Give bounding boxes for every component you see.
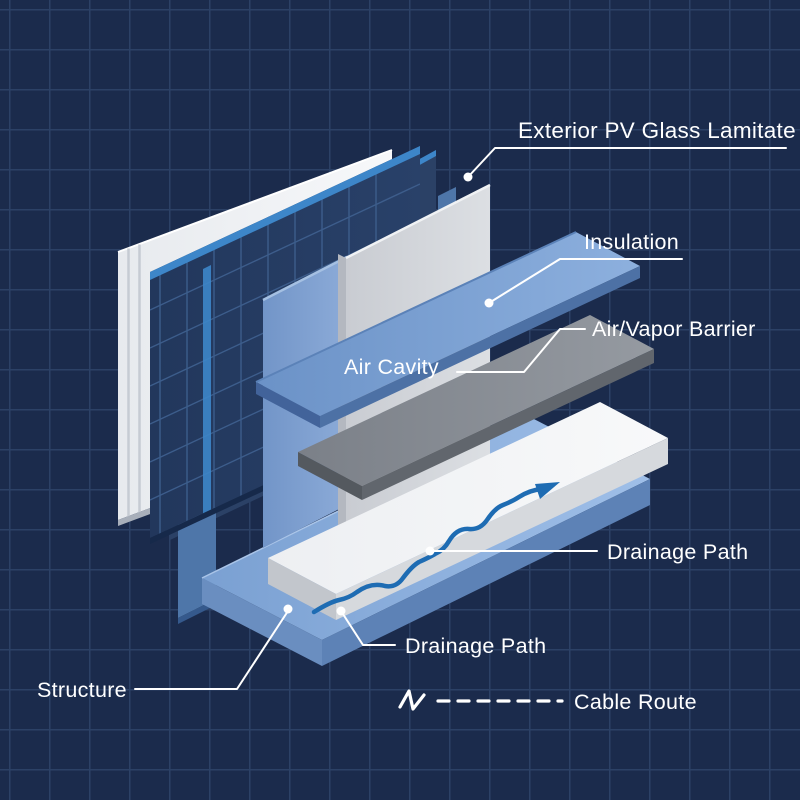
label-structure: Structure: [37, 678, 127, 702]
leader-dot: [463, 172, 473, 182]
label-insulation: Insulation: [584, 230, 679, 254]
label-drainage-path-lower: Drainage Path: [405, 634, 546, 658]
label-air-cavity: Air Cavity: [344, 355, 439, 379]
leader-dot: [425, 546, 435, 556]
cable-route-legend: Cable Route: [398, 689, 697, 714]
leader-dot: [484, 298, 494, 308]
callout-air-vapor-barrier: Air/Vapor Barrier: [456, 317, 756, 373]
callout-drainage-path-lower: Drainage Path: [336, 606, 546, 658]
callout-air-cavity: Air Cavity: [344, 355, 439, 379]
leader-dot: [283, 604, 293, 614]
lightning-bolt-icon: [398, 689, 426, 711]
callouts: Exterior PV Glass Lamitate Insulation Ai…: [37, 118, 796, 702]
leader-dot: [336, 606, 346, 616]
insulation-slab: [255, 231, 640, 428]
callout-drainage-path-upper: Drainage Path: [425, 540, 748, 564]
pv-glass-side-edge: [203, 265, 211, 517]
drainage-flow-arrow: [311, 482, 560, 615]
label-air-vapor-barrier: Air/Vapor Barrier: [592, 317, 756, 341]
pv-glass-top-edge: [150, 146, 420, 280]
callout-insulation: Insulation: [484, 230, 683, 308]
label-drainage-path-upper: Drainage Path: [607, 540, 748, 564]
label-cable-route: Cable Route: [574, 690, 697, 714]
callout-exterior-pv: Exterior PV Glass Lamitate: [463, 118, 796, 182]
vapor-barrier-slab: [298, 315, 654, 500]
callout-structure: Structure: [37, 604, 293, 702]
label-exterior-pv: Exterior PV Glass Lamitate: [518, 118, 796, 143]
white-slab: [268, 402, 668, 620]
